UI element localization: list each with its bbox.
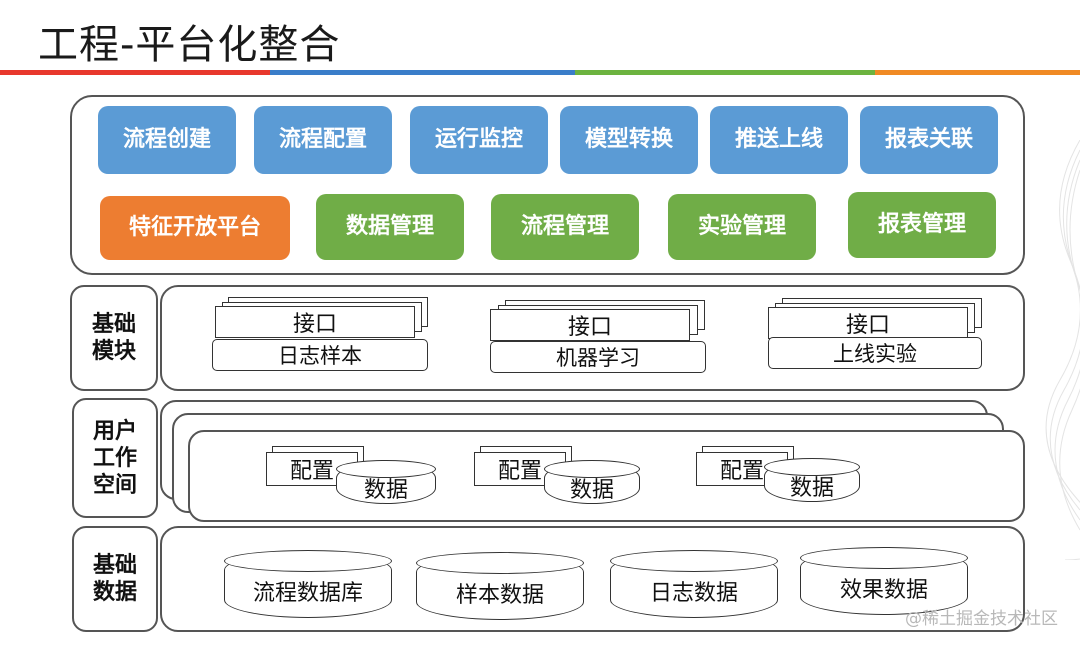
interface-doc-3: 接口 [768,307,968,339]
decorative-wave-lines [1045,140,1080,560]
basic-module-label: 基础模块 [70,285,158,391]
data-cylinder-2-label: 数据 [569,478,614,503]
basic-data-label-text: 基础数据 [92,553,137,605]
machine-learning-box: 机器学习 [490,341,706,373]
push-online-button[interactable]: 推送上线 [710,106,848,174]
effect-data-cylinder-top [800,547,968,569]
basic-data-label: 基础数据 [72,526,158,632]
log-sample-box: 日志样本 [212,339,428,371]
report-link-button[interactable]: 报表关联 [860,106,998,174]
data-cylinder-3-top [764,458,860,476]
effect-data-label: 效果数据 [839,578,928,603]
data-cylinder-2-top [544,460,640,478]
log-data-label: 日志数据 [649,581,738,606]
process-db-label: 流程数据库 [252,581,363,606]
run-monitor-button[interactable]: 运行监控 [410,106,548,174]
process-management-button[interactable]: 流程管理 [491,194,639,260]
log-data-cylinder-top [610,550,778,572]
user-workspace-label-text: 用户工作空间 [92,418,137,498]
stripe-blue [270,70,575,75]
data-cylinder-3-label: 数据 [789,476,834,501]
data-cylinder-1-label: 数据 [363,478,408,503]
stripe-green [575,70,875,75]
data-cylinder-1-top [336,460,436,478]
experiment-management-button[interactable]: 实验管理 [668,194,816,260]
data-management-button[interactable]: 数据管理 [316,194,464,260]
page-title: 工程-平台化整合 [38,22,341,68]
stripe-red [0,70,270,75]
process-db-cylinder-top [224,550,392,572]
online-experiment-box: 上线实验 [768,337,982,369]
interface-doc-1: 接口 [215,306,415,338]
process-create-button[interactable]: 流程创建 [98,106,236,174]
sample-data-label: 样本数据 [455,583,544,608]
report-management-button[interactable]: 报表管理 [848,192,996,258]
model-convert-button[interactable]: 模型转换 [560,106,698,174]
sample-data-cylinder-top [416,552,584,574]
feature-open-platform-button[interactable]: 特征开放平台 [100,196,290,260]
process-config-button[interactable]: 流程配置 [254,106,392,174]
basic-module-label-text: 基础模块 [91,312,136,364]
interface-doc-2: 接口 [490,309,690,341]
watermark-text: @稀土掘金技术社区 [905,609,1058,629]
stripe-orange [875,70,1080,75]
user-workspace-label: 用户工作空间 [72,398,158,518]
